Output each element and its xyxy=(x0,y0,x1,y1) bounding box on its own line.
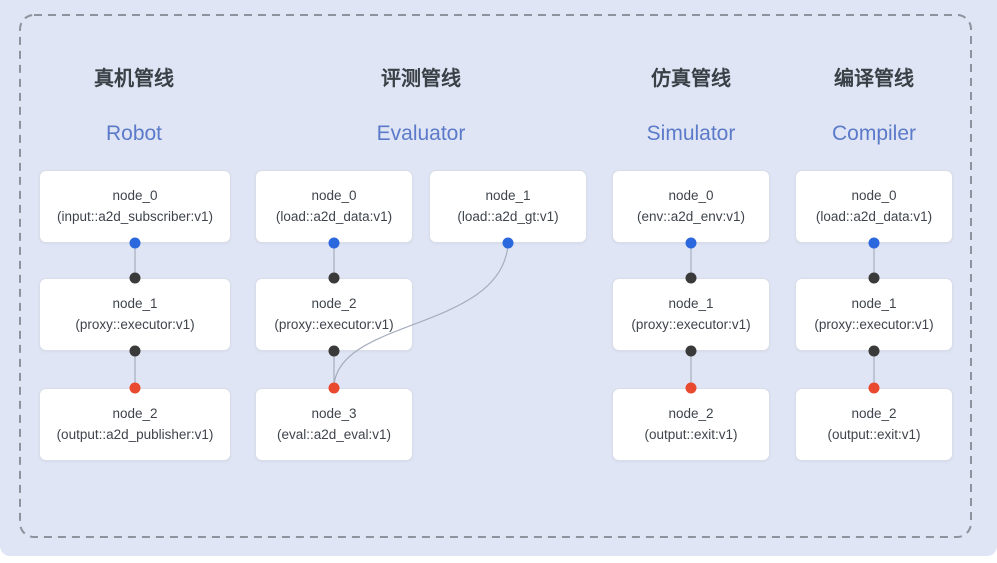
node-name: node_2 xyxy=(851,406,897,421)
robot-node-0: node_0 (input::a2d_subscriber:v1) xyxy=(39,170,231,243)
port-dot-blue xyxy=(685,237,697,249)
port-dot-red xyxy=(328,382,340,394)
robot-title-zh: 真机管线 xyxy=(94,68,174,90)
node-type: (proxy::executor:v1) xyxy=(814,317,934,332)
node-type: (eval::a2d_eval:v1) xyxy=(276,427,392,442)
node-name: node_0 xyxy=(668,188,714,203)
node-name: node_3 xyxy=(311,406,357,421)
compiler-node-2: node_2 (output::exit:v1) xyxy=(795,388,953,461)
node-name: node_2 xyxy=(311,296,357,311)
node-type: (output::a2d_publisher:v1) xyxy=(56,427,214,442)
node-name: node_2 xyxy=(668,406,714,421)
node-name: node_1 xyxy=(485,188,531,203)
port-dot-blue xyxy=(129,237,141,249)
port-dot-blue xyxy=(328,237,340,249)
node-name: node_0 xyxy=(851,188,897,203)
port-dot-red xyxy=(129,382,141,394)
node-type: (output::exit:v1) xyxy=(644,427,738,442)
node-type: (output::exit:v1) xyxy=(827,427,921,442)
port-dot-blue xyxy=(868,237,880,249)
simulator-title-en: Simulator xyxy=(646,122,736,145)
port-dot-black xyxy=(868,272,880,284)
simulator-title-zh: 仿真管线 xyxy=(651,68,731,90)
node-name: node_1 xyxy=(668,296,714,311)
node-type: (proxy::executor:v1) xyxy=(631,317,751,332)
evaluator-node-2: node_2 (proxy::executor:v1) xyxy=(255,278,413,351)
node-type: (input::a2d_subscriber:v1) xyxy=(56,209,214,224)
port-dot-blue xyxy=(502,237,514,249)
evaluator-node-3: node_3 (eval::a2d_eval:v1) xyxy=(255,388,413,461)
simulator-node-1: node_1 (proxy::executor:v1) xyxy=(612,278,770,351)
compiler-title-zh: 编译管线 xyxy=(834,68,914,90)
compiler-node-1: node_1 (proxy::executor:v1) xyxy=(795,278,953,351)
node-name: node_0 xyxy=(112,188,158,203)
port-dot-black xyxy=(685,272,697,284)
robot-title-en: Robot xyxy=(105,122,163,145)
node-type: (load::a2d_data:v1) xyxy=(815,209,933,224)
robot-node-1: node_1 (proxy::executor:v1) xyxy=(39,278,231,351)
node-name: node_1 xyxy=(851,296,897,311)
port-dot-black xyxy=(328,272,340,284)
evaluator-node-0: node_0 (load::a2d_data:v1) xyxy=(255,170,413,243)
port-dot-red xyxy=(685,382,697,394)
compiler-title-en: Compiler xyxy=(831,122,917,145)
port-dot-red xyxy=(868,382,880,394)
port-dot-black xyxy=(328,345,340,357)
robot-node-2: node_2 (output::a2d_publisher:v1) xyxy=(39,388,231,461)
port-dot-black xyxy=(868,345,880,357)
simulator-node-2: node_2 (output::exit:v1) xyxy=(612,388,770,461)
node-type: (load::a2d_gt:v1) xyxy=(457,209,559,224)
port-dot-black xyxy=(129,272,141,284)
evaluator-node-1: node_1 (load::a2d_gt:v1) xyxy=(429,170,587,243)
port-dot-black xyxy=(685,345,697,357)
node-name: node_1 xyxy=(112,296,158,311)
node-type: (env::a2d_env:v1) xyxy=(636,209,746,224)
node-name: node_2 xyxy=(112,406,158,421)
simulator-node-0: node_0 (env::a2d_env:v1) xyxy=(612,170,770,243)
node-type: (proxy::executor:v1) xyxy=(75,317,195,332)
compiler-node-0: node_0 (load::a2d_data:v1) xyxy=(795,170,953,243)
node-type: (load::a2d_data:v1) xyxy=(275,209,393,224)
node-name: node_0 xyxy=(311,188,357,203)
evaluator-title-en: Evaluator xyxy=(376,122,466,145)
port-dot-black xyxy=(129,345,141,357)
node-type: (proxy::executor:v1) xyxy=(274,317,394,332)
evaluator-title-zh: 评测管线 xyxy=(381,68,461,90)
